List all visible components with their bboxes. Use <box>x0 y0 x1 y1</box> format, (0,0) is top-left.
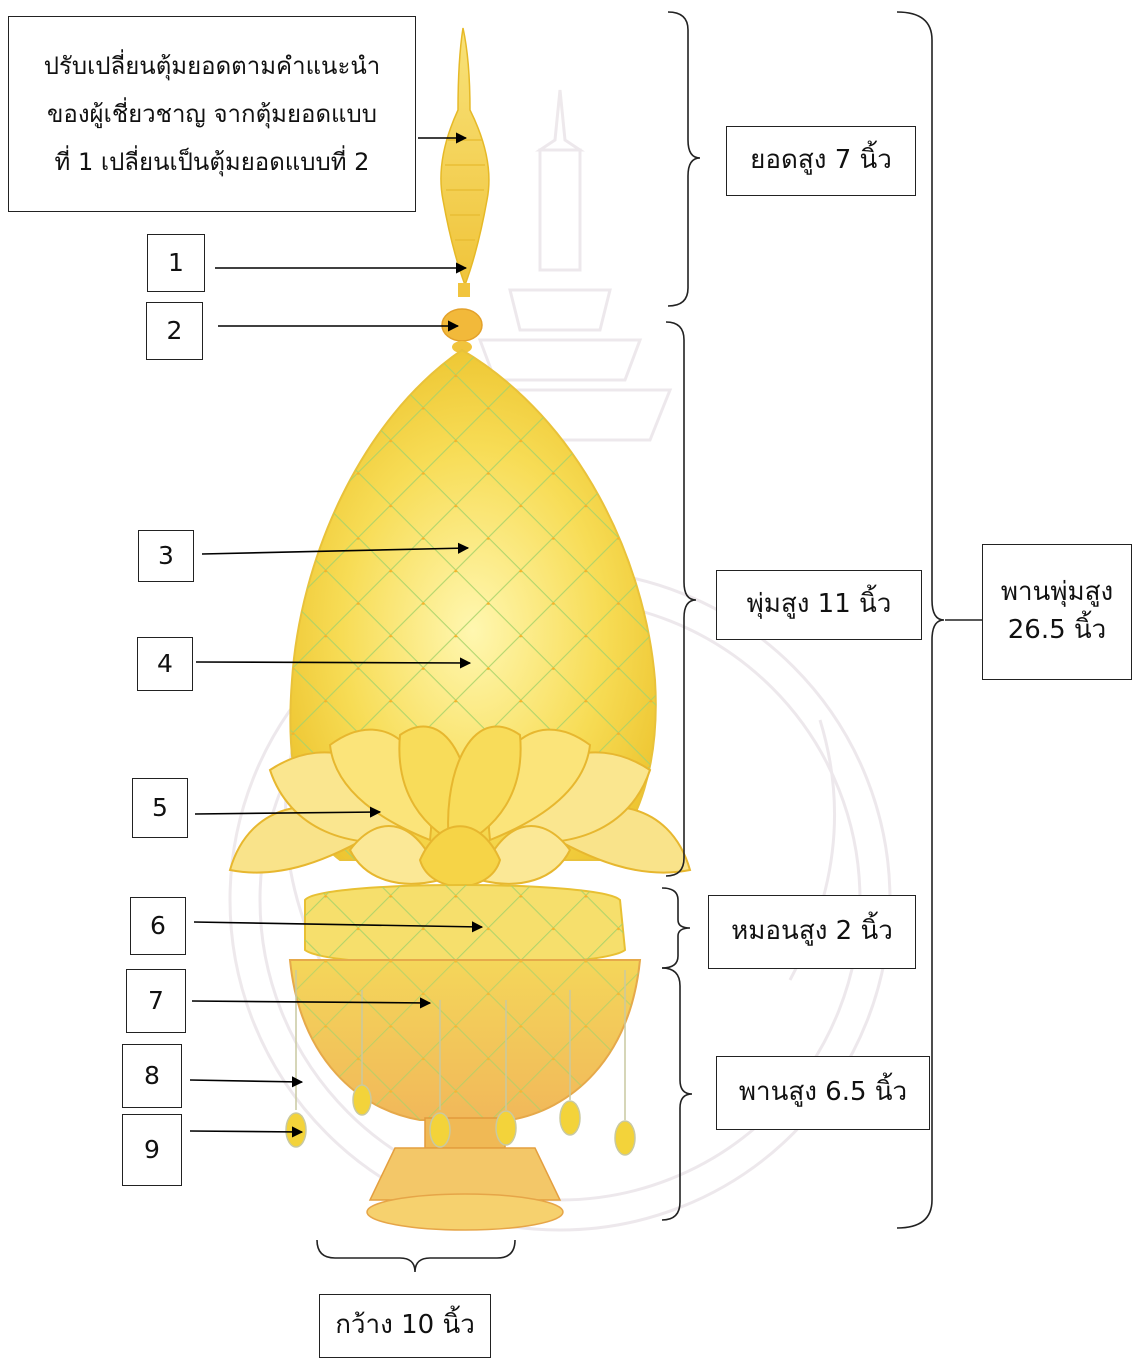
callout-2: 2 <box>146 302 203 360</box>
dimension-base-label: พานสูง 6.5 นิ้ว <box>716 1056 930 1130</box>
note-box: ปรับเปลี่ยนตุ้มยอดตามคำแนะนำ ของผู้เชี่ย… <box>8 16 416 212</box>
callout-1: 1 <box>147 234 205 292</box>
brace-body <box>666 322 696 876</box>
dimension-top-label: ยอดสูง 7 นิ้ว <box>726 126 916 196</box>
callout-3: 3 <box>138 530 194 582</box>
total-line-1: พานพุ่มสูง <box>1001 574 1113 612</box>
callout-4: 4 <box>137 637 193 691</box>
dimension-body-label: พุ่มสูง 11 นิ้ว <box>716 570 922 640</box>
brace-base <box>662 968 692 1220</box>
note-line-3: ที่ 1 เปลี่ยนเป็นตุ้มยอดแบบที่ 2 <box>44 138 381 186</box>
knob <box>442 309 482 341</box>
callout-9: 9 <box>122 1114 182 1186</box>
total-line-2: 26.5 นิ้ว <box>1008 612 1107 650</box>
arrow-9 <box>190 1131 302 1132</box>
dimension-width-label: กว้าง 10 นิ้ว <box>319 1294 491 1358</box>
brace-ring <box>662 888 690 968</box>
dimension-ring-label: หมอนสูง 2 นิ้ว <box>708 895 916 969</box>
note-line-1: ปรับเปลี่ยนตุ้มยอดตามคำแนะนำ <box>44 42 381 90</box>
base-bowl <box>290 960 640 1230</box>
note-line-2: ของผู้เชี่ยวชาญ จากตุ้มยอดแบบ <box>44 90 381 138</box>
callout-6: 6 <box>130 897 186 955</box>
brace-top <box>668 12 700 306</box>
callout-8: 8 <box>122 1044 182 1108</box>
arrow-4 <box>196 662 470 663</box>
callout-7: 7 <box>126 969 186 1033</box>
callout-5: 5 <box>132 778 188 838</box>
spire <box>441 28 489 353</box>
dimension-total-label: พานพุ่มสูง 26.5 นิ้ว <box>982 544 1132 680</box>
brace-width <box>317 1240 515 1272</box>
